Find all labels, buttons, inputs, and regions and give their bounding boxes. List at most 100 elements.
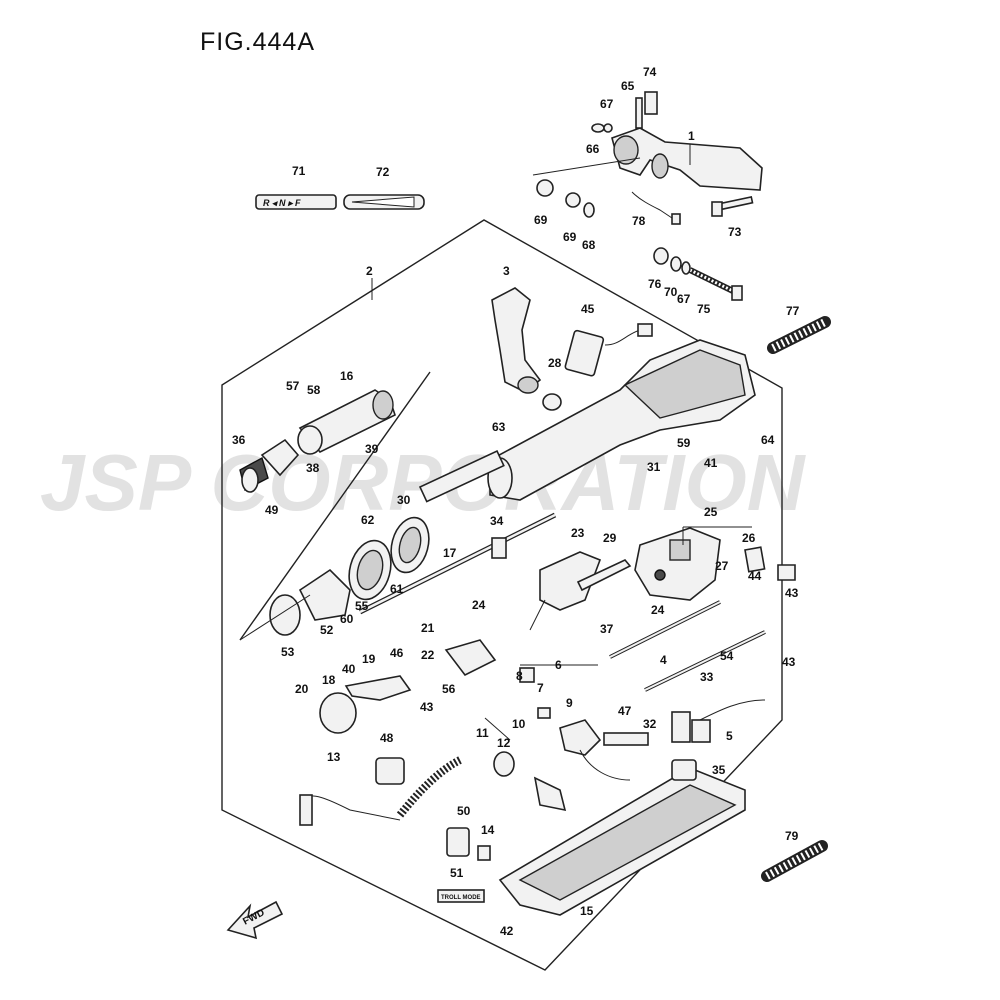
callout-43b: 43 (782, 655, 796, 669)
callout-79: 79 (785, 829, 799, 843)
callout-66: 66 (586, 142, 600, 156)
callout-7: 7 (537, 681, 544, 695)
callout-11: 11 (476, 726, 489, 740)
callout-57: 57 (286, 379, 300, 393)
spring-78 (631, 191, 681, 225)
callout-53: 53 (281, 645, 295, 659)
bolt-73 (711, 195, 754, 217)
callout-68: 68 (582, 238, 596, 252)
callout-69a: 69 (534, 213, 548, 227)
shift-decal-frame (255, 194, 337, 210)
troll-switch-50 (446, 827, 491, 861)
shift-decal-text: R ◂ N ▸ F (263, 198, 301, 208)
callout-24a: 24 (472, 598, 486, 612)
callout-41: 41 (704, 456, 718, 470)
plate-35 (671, 759, 697, 781)
callout-38: 38 (306, 461, 320, 475)
callout-40: 40 (342, 662, 356, 676)
bracket-46 (344, 675, 412, 701)
callout-67a: 67 (600, 97, 614, 111)
callout-63: 63 (492, 420, 506, 434)
callout-12: 12 (497, 736, 511, 750)
callout-34: 34 (490, 514, 504, 528)
wiring-harness-5 (671, 699, 766, 743)
callout-43c: 43 (420, 700, 434, 714)
callout-21: 21 (421, 621, 435, 635)
detent-ring-30 (390, 516, 430, 574)
grip-group-divider (239, 371, 431, 641)
callout-73: 73 (728, 225, 742, 239)
callout-70: 70 (664, 285, 678, 299)
grip-knob-53 (269, 568, 351, 636)
callout-55: 55 (355, 599, 369, 613)
bushings-69-68 (536, 179, 595, 218)
watermark-text: JSP CORPORATION (40, 438, 807, 527)
knob-13 (319, 692, 357, 734)
callout-25: 25 (704, 505, 718, 519)
callout-46: 46 (390, 646, 404, 660)
callout-27: 27 (715, 559, 729, 573)
callout-50: 50 (457, 804, 471, 818)
callout-61: 61 (390, 582, 404, 596)
callout-37: 37 (600, 622, 614, 636)
callout-65: 65 (621, 79, 635, 93)
callout-74: 74 (643, 65, 657, 79)
callout-59: 59 (677, 436, 691, 450)
callout-48: 48 (380, 731, 394, 745)
callout-36: 36 (232, 433, 246, 447)
callout-5: 5 (726, 729, 733, 743)
callout-17: 17 (443, 546, 457, 560)
top-bolt-65-66 (591, 91, 658, 133)
emergency-lanyard (299, 756, 462, 826)
callout-51: 51 (450, 866, 464, 880)
cable-33 (644, 630, 766, 692)
callout-2: 2 (366, 264, 373, 278)
shift-decal: R ◂ N ▸ F (255, 194, 337, 210)
cable-4 (609, 600, 721, 659)
callout-10: 10 (512, 717, 526, 731)
callout-77: 77 (786, 304, 800, 318)
callout-32: 32 (643, 717, 657, 731)
callout-33: 33 (700, 670, 714, 684)
callout-75: 75 (697, 302, 711, 316)
callout-24b: 24 (651, 603, 665, 617)
callout-1: 1 (688, 129, 695, 143)
callout-28: 28 (548, 356, 562, 370)
callout-26: 26 (742, 531, 756, 545)
assembly-22 (444, 639, 497, 677)
assembly-boundary (221, 219, 783, 971)
callout-71: 71 (292, 164, 306, 178)
shaft-17 (358, 512, 557, 615)
callout-3: 3 (503, 264, 510, 278)
callout-13: 13 (327, 750, 341, 764)
callout-56: 56 (442, 682, 456, 696)
bracket-44 (777, 564, 796, 581)
callout-54: 54 (720, 649, 734, 663)
plate-26 (744, 546, 766, 573)
callout-62: 62 (361, 513, 375, 527)
bolt-75 (688, 267, 743, 301)
callout-4: 4 (660, 653, 667, 667)
callout-22: 22 (421, 648, 435, 662)
label-47 (603, 732, 649, 746)
washers-70-76-67 (653, 247, 691, 275)
callout-19: 19 (362, 652, 376, 666)
callout-8: 8 (516, 669, 523, 683)
callout-20: 20 (295, 682, 309, 696)
callout-44: 44 (748, 569, 762, 583)
callout-35: 35 (712, 763, 726, 777)
callout-49: 49 (265, 503, 279, 517)
callout-6: 6 (555, 658, 562, 672)
callout-52: 52 (320, 623, 334, 637)
control-lever-arm (418, 339, 756, 503)
callout-18: 18 (322, 673, 336, 687)
callout-60: 60 (340, 612, 354, 626)
callout-23: 23 (571, 526, 585, 540)
callout-31: 31 (647, 460, 661, 474)
forward-arrow: FWD (226, 900, 284, 940)
emergency-clip-48 (375, 757, 405, 785)
troll-mode-text: TROLL MODE (441, 895, 481, 901)
